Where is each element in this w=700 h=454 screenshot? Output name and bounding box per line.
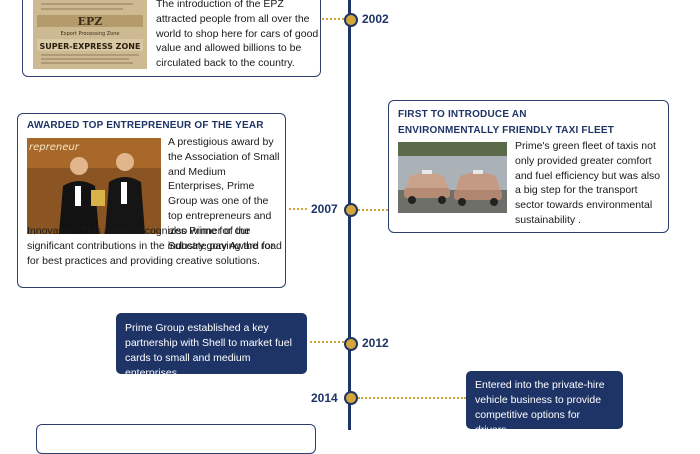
epz-newspaper-image: EPZ Export Processing Zone SUPER-EXPRESS… — [33, 0, 147, 69]
year-label-2012: 2012 — [362, 336, 389, 350]
year-label-2014: 2014 — [311, 391, 338, 405]
year-label-2007: 2007 — [311, 202, 338, 216]
connector-2007-right — [358, 209, 388, 211]
milestone-title-2007-taxi: FIRST TO INTRODUCE AN ENVIRONMENTALLY FR… — [398, 109, 615, 136]
milestone-text-2012: Prime Group established a key partnershi… — [125, 322, 292, 379]
award-backdrop-text: repreneur — [29, 142, 80, 153]
award-ceremony-image: repreneur — [27, 138, 161, 234]
milestone-text-2007-award-cont: Innovation. This award recognizes Prime … — [27, 225, 282, 267]
year-label-2002: 2002 — [362, 12, 389, 26]
timeline-dot-2014 — [344, 391, 358, 405]
connector-2012 — [310, 341, 344, 343]
milestone-card-next — [36, 424, 316, 454]
milestone-card-2002: EPZ Export Processing Zone SUPER-EXPRESS… — [22, 0, 321, 77]
milestone-card-2007-taxi: FIRST TO INTRODUCE AN ENVIRONMENTALLY FR… — [388, 100, 669, 233]
green-taxi-fleet-image — [398, 142, 507, 213]
milestone-title-2007-award: AWARDED TOP ENTREPRENEUR OF THE YEAR — [27, 120, 264, 131]
timeline-dot-2012 — [344, 337, 358, 351]
timeline-dot-2007 — [344, 203, 358, 217]
milestone-text-2007-award: A prestigious award by the Association o… — [168, 136, 280, 252]
milestone-card-2007-award: AWARDED TOP ENTREPRENEUR OF THE YEAR rep… — [17, 113, 286, 288]
timeline-dot-2002 — [344, 13, 358, 27]
connector-2002 — [322, 18, 344, 20]
milestone-text-2007-taxi: Prime's green fleet of taxis not only pr… — [515, 140, 661, 226]
milestone-text-2014: Entered into the private-hire vehicle bu… — [475, 379, 605, 436]
milestone-text-2002: The introduction of the EPZ attracted pe… — [156, 0, 319, 70]
epz-logo-text: EPZ — [78, 15, 103, 28]
milestone-card-2012: Prime Group established a key partnershi… — [116, 313, 307, 379]
milestone-card-2014: Entered into the private-hire vehicle bu… — [466, 371, 623, 436]
connector-2007-left — [289, 208, 307, 210]
connector-2014 — [358, 397, 466, 399]
epz-line2-text: SUPER-EXPRESS ZONE — [40, 42, 141, 51]
epz-line1-text: Export Processing Zone — [61, 31, 120, 37]
